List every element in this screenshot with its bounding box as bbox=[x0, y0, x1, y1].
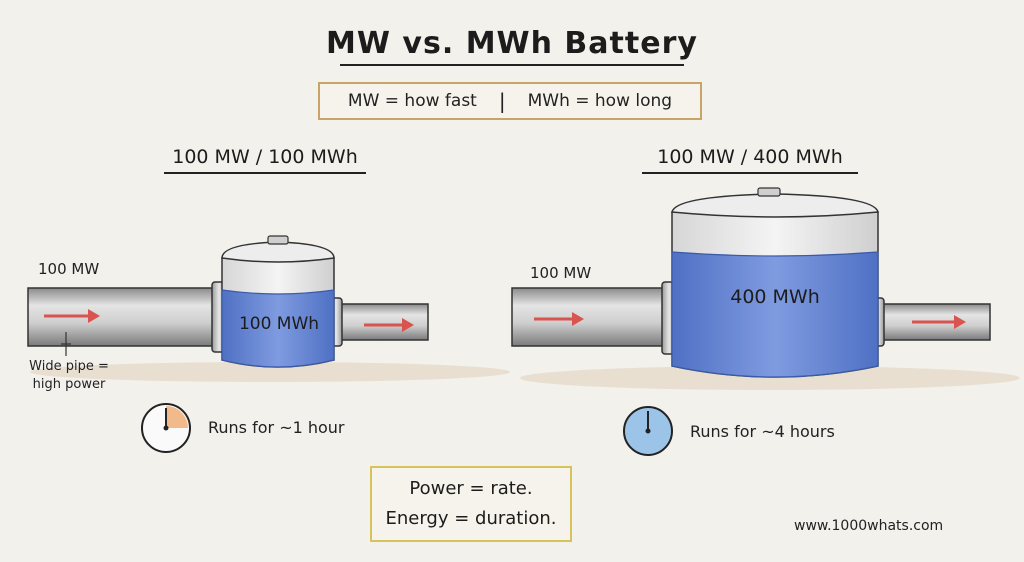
left-tank-label: 100 MWh bbox=[238, 314, 320, 334]
definition-box: MW = how fast | MWh = how long bbox=[318, 82, 702, 120]
right-tank-lid bbox=[671, 193, 879, 218]
left-tank-lid bbox=[221, 241, 335, 263]
page-title: MW vs. MWh Battery bbox=[326, 26, 698, 61]
right-tank-label: 400 MWh bbox=[730, 286, 820, 308]
left-pipe-label: 100 MW bbox=[38, 260, 100, 278]
pipe-note-line-2: high power bbox=[32, 377, 106, 392]
left-heading-underline bbox=[164, 172, 366, 174]
right-inlet-arrow bbox=[534, 312, 584, 326]
right-clock-icon bbox=[623, 406, 673, 456]
right-pipe-label: 100 MW bbox=[530, 264, 592, 282]
site-credit: www.1000whats.com bbox=[794, 518, 944, 534]
mw-definition: MW = how fast bbox=[347, 91, 477, 111]
pipe-note-line-1: Wide pipe = bbox=[29, 359, 109, 374]
definition-separator: | bbox=[498, 89, 506, 113]
right-shadow bbox=[520, 366, 1020, 390]
right-inlet-pipe bbox=[511, 287, 669, 347]
right-water bbox=[671, 251, 879, 378]
left-heading: 100 MW / 100 MWh bbox=[172, 146, 358, 168]
left-inlet-arrow bbox=[44, 309, 100, 323]
right-heading: 100 MW / 400 MWh bbox=[657, 146, 843, 168]
mwh-definition: MWh = how long bbox=[527, 91, 673, 111]
left-shadow bbox=[30, 362, 510, 382]
left-clock-icon bbox=[141, 403, 191, 453]
left-tank bbox=[221, 235, 335, 368]
pipe-note: Wide pipe = high power bbox=[14, 358, 124, 394]
left-water bbox=[221, 289, 335, 368]
right-tank-cap bbox=[757, 187, 781, 197]
right-runtime: Runs for ~4 hours bbox=[690, 422, 835, 441]
right-tank bbox=[671, 187, 879, 378]
summary-power: Power = rate. bbox=[409, 478, 533, 499]
right-system bbox=[511, 187, 1020, 456]
title-underline bbox=[340, 64, 684, 66]
summary-energy: Energy = duration. bbox=[385, 508, 557, 529]
pipe-width-marker bbox=[61, 332, 71, 356]
summary-box: Power = rate. Energy = duration. bbox=[370, 466, 572, 542]
right-outlet-arrow bbox=[912, 315, 966, 329]
left-outlet-pipe bbox=[335, 303, 429, 341]
left-outlet-arrow bbox=[364, 318, 414, 332]
right-heading-underline bbox=[642, 172, 858, 174]
left-tank-cap bbox=[267, 235, 289, 245]
left-system bbox=[27, 235, 510, 453]
left-runtime: Runs for ~1 hour bbox=[208, 418, 345, 437]
